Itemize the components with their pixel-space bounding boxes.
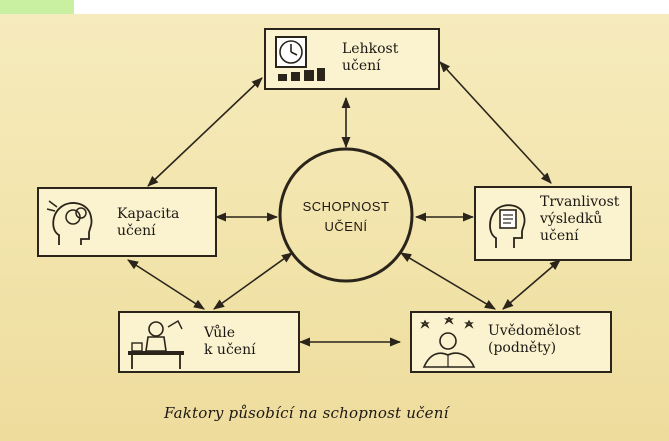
- head-brain-icon: [46, 200, 93, 245]
- node-trvanlivost-label: Trvanlivost výsledků učení: [540, 194, 620, 244]
- center-circle: [278, 147, 414, 283]
- arrow-lehkost-kapacita: [147, 77, 263, 187]
- head-book-icon: [489, 204, 526, 248]
- center-label: SCHOPNOST UČENÍ: [302, 199, 390, 234]
- arrow-trvanlivost-uvedomelost: [502, 259, 561, 310]
- node-uvedomelost: Uvědomělost (podněty): [410, 311, 612, 373]
- arrow-lehkost-trvanlivost: [439, 61, 552, 184]
- tab-accent: [0, 0, 74, 14]
- clock-icon: [275, 36, 325, 81]
- node-trvanlivost: Trvanlivost výsledků učení: [474, 186, 632, 261]
- reader-stars-icon: [420, 317, 476, 368]
- top-strip: [0, 0, 669, 14]
- student-desk-icon: [128, 320, 184, 369]
- node-lehkost: Lehkost učení: [264, 28, 440, 90]
- node-lehkost-label: Lehkost učení: [342, 41, 399, 74]
- arrow-kapacita-vule: [127, 259, 205, 310]
- node-kapacita: Kapacita učení: [37, 187, 217, 257]
- node-uvedomelost-label: Uvědomělost (podněty): [488, 323, 581, 356]
- arrow-center-uvedomelost: [400, 252, 496, 310]
- node-vule-label: Vůle k učení: [204, 325, 256, 358]
- arrow-center-vule: [213, 252, 293, 310]
- node-kapacita-label: Kapacita učení: [117, 206, 180, 239]
- diagram-caption: Faktory působící na schopnost učení: [164, 404, 449, 422]
- node-vule: Vůle k učení: [118, 311, 300, 373]
